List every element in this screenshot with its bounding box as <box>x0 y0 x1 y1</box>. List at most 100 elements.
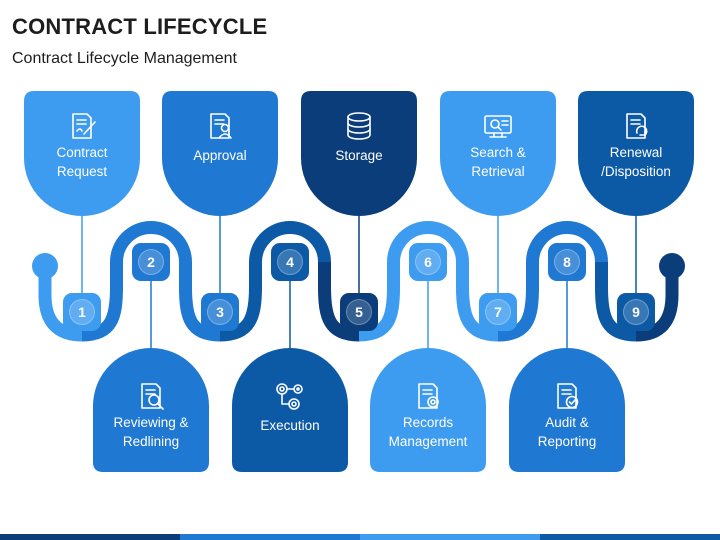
step-number: 8 <box>563 254 571 270</box>
badge-circle <box>346 299 372 325</box>
document-search-icon <box>141 383 164 410</box>
badge-ring <box>346 299 372 325</box>
step-label: Audit & <box>545 415 589 430</box>
step-number: 5 <box>355 304 363 320</box>
step-2: Reviewing & Redlining <box>93 276 209 472</box>
footer-bar <box>0 534 720 540</box>
footer-segment <box>0 534 180 540</box>
footer-segment <box>180 534 360 540</box>
document-pen-icon <box>72 113 96 139</box>
gears-icon <box>276 383 303 410</box>
badge-circle <box>623 299 649 325</box>
step-label: Renewal <box>610 145 663 160</box>
badge-box <box>271 243 309 281</box>
badge-box <box>479 293 517 331</box>
step-label: Retrieval <box>471 164 524 179</box>
database-icon <box>347 112 371 140</box>
badge-ring <box>623 299 649 325</box>
badge-ring <box>138 249 164 275</box>
badge-ring <box>485 299 511 325</box>
badge-ring <box>415 249 441 275</box>
badge-box <box>63 293 101 331</box>
step-label: Approval <box>193 148 246 163</box>
step-number-badge: 3 <box>201 293 239 331</box>
badge-circle <box>415 249 441 275</box>
renew-document-icon <box>626 113 648 139</box>
step-number-badge: 4 <box>271 243 309 281</box>
step-card <box>162 91 278 216</box>
step-card <box>440 91 556 216</box>
step-3: Approval <box>162 91 278 296</box>
badge-box <box>132 243 170 281</box>
badge-box <box>340 293 378 331</box>
badge-box <box>201 293 239 331</box>
step-card <box>509 348 625 472</box>
document-check-icon <box>557 383 579 409</box>
path-end-cap <box>659 253 685 279</box>
step-label: /Disposition <box>601 164 671 179</box>
step-label: Records <box>403 415 454 430</box>
step-number-badge: 9 <box>617 293 655 331</box>
step-card <box>232 348 348 472</box>
step-label: Contract <box>56 145 107 160</box>
badge-ring <box>207 299 233 325</box>
step-4: Execution <box>232 276 348 472</box>
step-number-badge: 8 <box>548 243 586 281</box>
step-number-badge: 1 <box>63 293 101 331</box>
step-number: 2 <box>147 254 155 270</box>
step-label: Redlining <box>123 434 179 449</box>
footer-segment <box>540 534 720 540</box>
step-number: 4 <box>286 254 294 270</box>
step-9: Renewal/Disposition <box>578 91 694 296</box>
path-segment <box>318 262 360 342</box>
path-segment <box>81 221 192 342</box>
step-card <box>578 91 694 216</box>
records-gear-icon <box>418 383 439 409</box>
page-subtitle: Contract Lifecycle Management <box>12 50 237 67</box>
step-card <box>24 91 140 216</box>
badge-circle <box>277 249 303 275</box>
step-label: Management <box>389 434 468 449</box>
step-number: 1 <box>78 304 86 320</box>
step-label: Reviewing & <box>113 415 188 430</box>
step-8: Audit & Reporting <box>509 276 625 472</box>
step-number: 6 <box>424 254 432 270</box>
step-number: 3 <box>216 304 224 320</box>
document-user-icon <box>210 113 232 139</box>
badge-ring <box>277 249 303 275</box>
path-segment <box>219 221 331 342</box>
path-segment <box>179 262 221 342</box>
path-segment <box>635 268 679 342</box>
snake-path <box>32 221 685 342</box>
step-card <box>370 348 486 472</box>
path-segment <box>497 221 608 342</box>
badge-box <box>617 293 655 331</box>
step-label: Execution <box>260 418 319 433</box>
step-number: 9 <box>632 304 640 320</box>
step-label: Storage <box>335 148 382 163</box>
step-card <box>301 91 417 216</box>
path-segment <box>456 262 499 342</box>
step-number-badge: 2 <box>132 243 170 281</box>
page-title: CONTRACT LIFECYCLE <box>12 14 268 39</box>
footer-segment <box>360 534 540 540</box>
computer-search-icon <box>484 115 512 138</box>
path-segment <box>358 221 469 342</box>
step-card <box>93 348 209 472</box>
path-segment <box>38 266 83 342</box>
step-number: 7 <box>494 304 502 320</box>
step-label: Reporting <box>538 434 597 449</box>
badge-circle <box>207 299 233 325</box>
badge-box <box>548 243 586 281</box>
badge-circle <box>69 299 95 325</box>
badge-circle <box>554 249 580 275</box>
badge-circle <box>138 249 164 275</box>
step-label: Search & <box>470 145 526 160</box>
step-number-badge: 7 <box>479 293 517 331</box>
badge-ring <box>69 299 95 325</box>
step-number-badge: 6 <box>409 243 447 281</box>
path-segment <box>595 262 637 342</box>
